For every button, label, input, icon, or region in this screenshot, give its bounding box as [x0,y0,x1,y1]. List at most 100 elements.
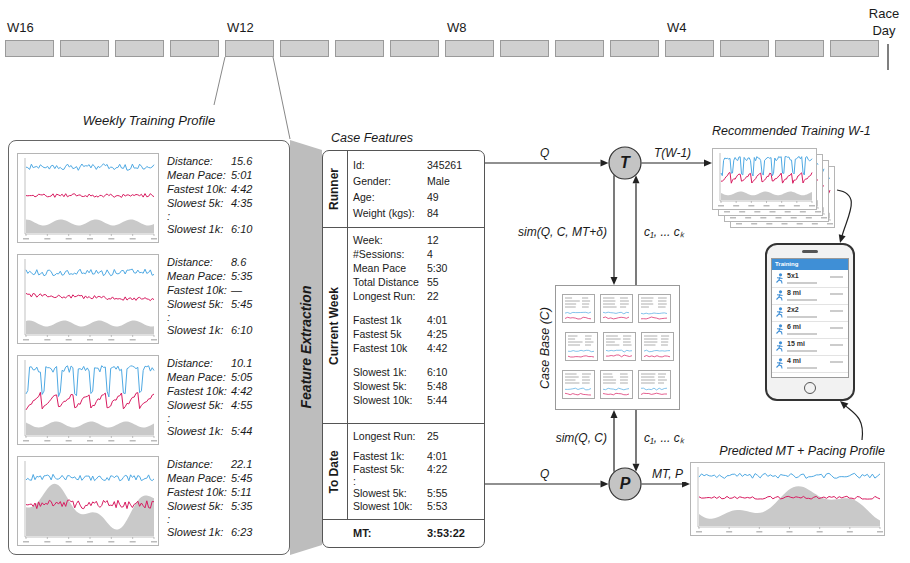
document-text-line [644,342,657,343]
case-document [563,295,595,323]
document-text-line [658,298,667,299]
week-label: W16 [7,21,34,36]
document-text-line [658,374,666,375]
document-text-line [661,336,669,337]
field-name: Slowest 5k: [353,380,407,392]
field-value: 5:53 [427,500,447,512]
field-name: Mean Pace: [167,169,226,182]
field-value: 55 [427,276,439,288]
axis-tick [819,527,820,529]
axis-tick-mark [718,205,724,207]
case-document [566,333,598,361]
field-value: 5:01 [231,169,252,182]
document-text-line [620,307,626,308]
field-name: Fastest 5k: [353,463,404,475]
document-chart-line [644,350,670,352]
axis-tick [849,527,850,529]
axis-tick-mark [108,339,114,341]
week-box [556,41,604,57]
runner-body [777,328,783,335]
field-value: 4:01 [427,314,447,326]
axis-tick-mark [151,238,157,240]
field-name: Fastest 10k: [167,486,227,499]
workout-item: 8 mi [787,289,801,297]
chart-frame [713,149,817,210]
field-value: 3:53:22 [427,527,465,540]
field-value: 6:10 [231,223,252,236]
document-text-line [565,374,577,375]
field-name: Mean Pace [353,262,406,274]
field-name: Fastest 10k [353,342,407,354]
field-name: Slowest 10k: [353,500,413,512]
workout-item: 15 mi [787,340,805,348]
field-name: Distance: [167,155,213,168]
box-heading: Recommended Training W-1 [712,124,871,138]
axis-tick-mark [44,238,50,240]
field-name: : [353,475,356,487]
document-chart-line [565,312,591,313]
case-document [604,333,636,361]
chart-axis [25,158,154,234]
document-chart-line [565,388,591,390]
field-value: 49 [427,191,439,203]
field-name: Slowest 5k: [167,298,223,311]
document-text-line [658,380,667,381]
field-value: 5:30 [427,262,447,274]
axis-tick-mark [815,211,821,213]
document-text-line [620,298,628,299]
app-title: Training [775,260,798,269]
document-text-line [565,301,580,302]
elevation-area [721,192,812,201]
document-text-line [658,304,667,305]
field-name: Age: [353,191,375,203]
document-text-line [603,380,616,381]
document-chart-line [565,317,591,319]
list-separator [772,338,848,339]
document-text-line [641,374,655,375]
document-text-line [623,339,630,340]
document-text-line [658,377,665,378]
field-value: 4:35 [231,197,252,210]
axis-tick [68,234,69,236]
section-divider [347,424,348,519]
document-text-line [620,380,628,381]
week-box [116,41,164,57]
week-label: W8 [447,21,467,36]
axis-tick-mark [130,238,136,240]
week-label: Race Day [864,5,904,39]
axis-tick [751,201,752,203]
connector [613,175,614,277]
field-name: Week: [353,234,383,246]
session-chart [17,254,159,344]
circle-fill [609,147,641,179]
chart-frame [18,356,159,445]
document-text-line [623,336,631,337]
runner-head [779,324,782,327]
axis-tick-mark [764,205,770,207]
axis-tick-mark [794,205,800,207]
document-text-line [603,304,615,305]
axis-tick-mark [151,541,157,543]
field-value: 5:44 [427,394,447,406]
document-chart-line [603,388,629,390]
workout-date [830,276,843,278]
document-text-line [585,339,591,340]
section-label: To Date [328,450,342,493]
axis-tick [781,201,782,203]
workout-item: 5x1 [787,272,799,280]
workout-detail [787,299,817,301]
pace-line [26,392,154,410]
phone-home-button [804,382,816,394]
field-name: Fastest 10k: [167,284,227,297]
axis-tick-mark [151,339,157,341]
document-text-line [644,339,657,340]
field-name: : [167,412,170,425]
elevation-area [26,220,154,234]
week-label: W12 [227,21,254,36]
process-name: T [608,153,642,173]
edge-label: MT, P [650,468,685,482]
connector [484,162,601,163]
axis-tick-mark [87,238,93,240]
document-text-line [641,383,655,384]
field-name: Slowest 5k: [167,197,223,210]
